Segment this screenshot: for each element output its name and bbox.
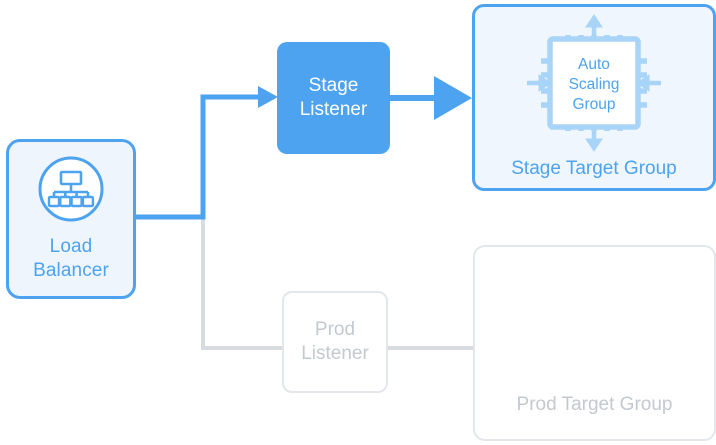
node-prod-listener-label-line2: Listener xyxy=(301,343,369,364)
node-prod-listener[interactable]: Prod Listener xyxy=(282,291,388,393)
asg-label-line3: Group xyxy=(572,96,615,113)
arrowhead-into-stage-listener xyxy=(258,86,278,108)
node-load-balancer-label-line2: Balancer xyxy=(33,260,109,281)
arrowhead-into-stage-target-group xyxy=(434,76,472,120)
node-stage-listener[interactable]: Stage Listener xyxy=(277,42,390,154)
connector-load-balancer-to-prod-listener xyxy=(136,215,282,350)
load-balancer-hierarchy-icon xyxy=(37,155,105,223)
node-load-balancer[interactable]: Load Balancer xyxy=(6,139,136,299)
connector-load-balancer-to-stage-listener xyxy=(134,94,262,220)
auto-scaling-group-chip-icon: Auto Scaling Group xyxy=(519,13,669,153)
node-stage-listener-label-line2: Listener xyxy=(299,99,368,120)
asg-label-line2: Scaling xyxy=(569,76,620,93)
node-prod-listener-label-line1: Prod xyxy=(314,318,356,340)
node-stage-target-group-label: Stage Target Group xyxy=(511,158,677,179)
node-load-balancer-label: Load Balancer xyxy=(33,235,109,284)
asg-label-line1: Auto xyxy=(578,56,610,73)
node-load-balancer-label-line1: Load xyxy=(49,235,93,257)
node-prod-target-group-label: Prod Target Group xyxy=(516,393,673,415)
node-stage-target-group[interactable]: Auto Scaling Group Stage Target Group xyxy=(472,4,716,191)
node-stage-listener-label-line1: Stage xyxy=(308,74,359,96)
chip-body xyxy=(547,36,641,130)
node-prod-target-group[interactable]: Prod Target Group xyxy=(473,245,716,441)
